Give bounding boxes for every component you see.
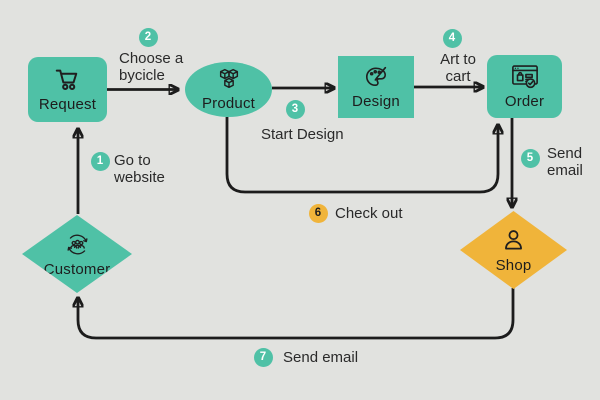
step-7-badge: 7 xyxy=(253,347,273,367)
node-design-label: Design xyxy=(352,93,400,110)
node-product: Product xyxy=(185,62,272,117)
step-5-badge: 5 xyxy=(520,148,540,168)
step-1-number: 1 xyxy=(96,155,104,167)
paint-palette-icon xyxy=(362,64,390,90)
node-request: Request xyxy=(28,57,107,122)
step-6-number: 6 xyxy=(314,207,322,219)
connector-product-to-order-checkout xyxy=(225,117,498,194)
step-3-label: Start Design xyxy=(261,126,344,143)
order-window-check-icon xyxy=(510,63,540,90)
step-1-badge: 1 xyxy=(90,151,110,171)
node-order-label: Order xyxy=(504,93,545,110)
packages-icon xyxy=(216,67,242,92)
step-2-badge: 2 xyxy=(138,27,158,47)
connector-shop-to-customer xyxy=(78,288,515,340)
step-6-badge: 6 xyxy=(308,203,328,223)
step-5-number: 5 xyxy=(526,152,534,164)
node-shop-label: Shop xyxy=(495,256,532,274)
step-4-number: 4 xyxy=(448,32,456,44)
people-cycle-icon xyxy=(64,231,91,258)
node-request-label: Request xyxy=(38,95,97,113)
step-4-badge: 4 xyxy=(442,28,462,48)
person-icon xyxy=(500,227,527,254)
node-design: Design xyxy=(338,56,414,118)
node-order: Order xyxy=(487,55,562,118)
step-3-badge: 3 xyxy=(285,99,305,119)
node-customer-label: Customer xyxy=(43,260,111,278)
step-7-number: 7 xyxy=(259,351,267,363)
shopping-cart-icon xyxy=(53,67,83,93)
step-2-number: 2 xyxy=(144,31,152,43)
step-7-label: Send email xyxy=(283,348,359,366)
step-6-label: Check out xyxy=(335,204,403,222)
step-3-number: 3 xyxy=(291,103,299,115)
node-product-label: Product xyxy=(201,95,256,112)
